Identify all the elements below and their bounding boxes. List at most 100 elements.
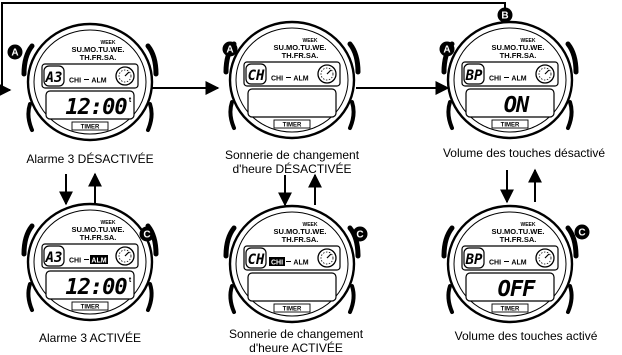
alm-label: ALM — [91, 78, 106, 85]
caption-beep-off: Volume des touches désactivé — [424, 146, 622, 160]
chi-indicator — [269, 73, 285, 82]
main-readout: ON — [504, 93, 530, 118]
button-badges: A A A B C C C — [7, 7, 590, 242]
days-row2: TH.FR.SA. — [80, 53, 117, 62]
days-row1: SU.MO.TU.WE. — [492, 43, 545, 52]
dial-icon-ring — [118, 249, 132, 263]
timer-label: TIMER — [81, 305, 100, 311]
caption-line: Sonnerie de changement — [224, 148, 360, 162]
badge-circle — [352, 226, 368, 242]
chi-label: CHI — [489, 260, 501, 267]
dial-icon-hand — [124, 251, 130, 257]
caption-beep-on: Volume des touches activé — [426, 329, 622, 343]
alm-indicator — [510, 257, 528, 266]
days-row1: SU.MO.TU.WE. — [274, 43, 327, 52]
main-lcd — [465, 272, 555, 302]
days-row1: SU.MO.TU.WE. — [492, 227, 545, 236]
button-badge-c: C — [352, 226, 368, 242]
chi-indicator — [487, 73, 503, 82]
button-badge-a: A — [7, 44, 23, 60]
timer-label: TIMER — [283, 123, 302, 129]
watch-bezel — [33, 209, 147, 315]
main-suffix: t — [129, 97, 132, 104]
badge-circle — [439, 41, 455, 57]
alm-indicator — [90, 255, 108, 264]
timer-box — [71, 301, 109, 311]
timer-box — [273, 303, 311, 313]
main-lcd — [465, 88, 555, 118]
chi-label: CHI — [271, 260, 283, 267]
alm-indicator — [510, 73, 528, 82]
badge-circle — [7, 44, 23, 60]
chi-label: CHI — [69, 78, 81, 85]
mode-box — [43, 65, 65, 87]
caption-line: Alarme 3 DÉSACTIVÉE — [26, 152, 154, 166]
timer-box — [491, 303, 529, 313]
button-badge-a: A — [222, 41, 238, 57]
dial-icon-hand — [326, 69, 332, 75]
pusher-upper-left — [223, 225, 237, 259]
chi-indicator — [487, 257, 503, 266]
mode-box — [245, 247, 267, 269]
days-row2: TH.FR.SA. — [282, 235, 319, 244]
pusher-upper-right — [145, 43, 159, 77]
alm-label: ALM — [91, 258, 106, 265]
caption-line: Sonnerie de changement — [228, 327, 364, 341]
badge-letter: A — [11, 48, 18, 59]
alm-indicator — [292, 73, 310, 82]
caption-line: Volume des touches désactivé — [442, 146, 606, 160]
badge-letter: A — [443, 45, 450, 56]
pusher-upper-left — [21, 43, 35, 77]
week-label: WEEK — [101, 40, 116, 46]
button-badge-b: B — [497, 7, 513, 23]
chi-indicator — [67, 75, 83, 84]
mode-readout: BP — [465, 68, 483, 84]
pusher-upper-left — [21, 223, 35, 257]
badge-circle — [139, 226, 155, 242]
pusher-lower-right — [348, 100, 356, 130]
timer-box — [71, 121, 109, 131]
chi-label: CHI — [271, 76, 283, 83]
button-badge-c: C — [139, 226, 155, 242]
alm-label: ALM — [511, 76, 526, 83]
watch-bezel — [453, 27, 567, 133]
dial-icon-ring — [118, 69, 132, 83]
main-readout: 12:00 — [65, 275, 127, 300]
days-row2: TH.FR.SA. — [500, 235, 537, 244]
watch-bezel — [33, 29, 147, 135]
main-lcd — [45, 270, 135, 300]
days-row1: SU.MO.TU.WE. — [72, 225, 125, 234]
pusher-lower-left — [26, 102, 34, 132]
caption-line: d'heure DÉSACTIVÉE — [232, 162, 352, 176]
timer-label: TIMER — [81, 125, 100, 131]
dial-icon-ring — [538, 67, 552, 81]
chi-indicator — [67, 255, 83, 264]
chi-indicator — [269, 257, 285, 266]
button-badge-c: C — [574, 224, 590, 240]
pusher-lower-right — [146, 282, 154, 312]
timer-label: TIMER — [283, 307, 302, 313]
dial-icon-ring — [538, 251, 552, 265]
dial-icon-hand — [544, 69, 550, 75]
week-label: WEEK — [101, 220, 116, 226]
alm-label: ALM — [293, 260, 308, 267]
mode-readout: A3 — [45, 70, 63, 86]
pusher-lower-left — [26, 282, 34, 312]
badge-circle — [574, 224, 590, 240]
main-readout: 12:00 — [65, 95, 127, 120]
pusher-upper-right — [565, 41, 579, 75]
dial-icon-hand — [124, 71, 130, 77]
days-row2: TH.FR.SA. — [282, 51, 319, 60]
caption-alarm3-on: Alarme 3 ACTIVÉE — [0, 331, 190, 345]
timer-label: TIMER — [501, 307, 520, 313]
watch-bezel — [235, 27, 349, 133]
caption-line: d'heure ACTIVÉE — [249, 341, 343, 355]
caption-line: Volume des touches activé — [454, 329, 598, 343]
pusher-lower-left — [228, 100, 236, 130]
alm-indicator — [90, 75, 108, 84]
